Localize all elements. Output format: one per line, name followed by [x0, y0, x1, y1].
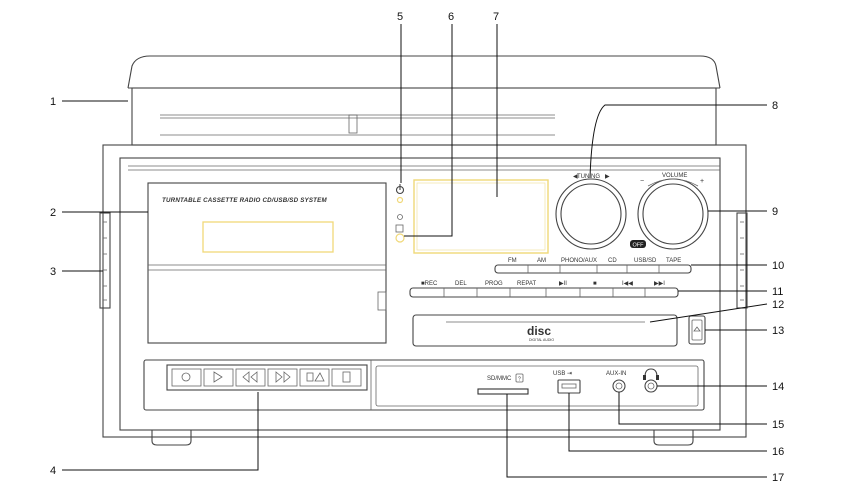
stop-label: ■	[593, 281, 597, 287]
callout-1: 1	[50, 96, 56, 108]
eject-icon	[693, 326, 701, 332]
lower-panel	[143, 359, 705, 411]
callout-13: 13	[772, 325, 784, 337]
callout-10: 10	[772, 260, 784, 272]
callout-14: 14	[772, 381, 784, 393]
callout-2: 2	[50, 207, 56, 219]
cassette-deck: TURNTABLE CASSETTE RADIO CD/USB/SD SYSTE…	[147, 182, 387, 344]
stop-eject-icon	[306, 372, 314, 382]
record-icon	[181, 372, 191, 382]
cd-tray: disc DIGITAL AUDIO	[412, 314, 678, 347]
source-label-phono-aux: PHONO/AUX	[561, 258, 597, 264]
cassette-rewind-button[interactable]	[235, 368, 266, 387]
cd-eject-button[interactable]	[688, 315, 706, 345]
power-indicator-light	[396, 196, 404, 204]
tuning-left-arrow-icon: ◀	[573, 174, 578, 180]
prev-label: I◀◀	[622, 281, 633, 287]
source-label-am: AM	[537, 258, 546, 264]
tuning-right-arrow-icon: ▶	[605, 174, 610, 180]
indicator-light	[397, 214, 403, 220]
cd-logo: disc	[527, 324, 551, 338]
source-selector-row: FM AM PHONO/AUX CD USB/SD TAPE	[494, 258, 692, 274]
usb-icon: ⇥	[567, 371, 572, 377]
cassette-fast-forward-button[interactable]	[267, 368, 298, 387]
callout-12: 12	[772, 299, 784, 311]
source-label-tape: TAPE	[666, 258, 681, 264]
callout-numbers: 1 2 3 4 5 6 7 8 9 10 11 12 13 14 15 16 1…	[50, 11, 784, 484]
volume-label: VOLUME	[662, 173, 687, 179]
cd-logo-subtitle: DIGITAL AUDIO	[529, 338, 554, 342]
headphone-icon	[644, 368, 658, 378]
svg-text:?: ?	[518, 377, 521, 383]
callout-6: 6	[448, 11, 454, 23]
callout-15: 15	[772, 419, 784, 431]
callout-4: 4	[50, 465, 56, 477]
aux-in-jack[interactable]: AUX-IN	[606, 371, 626, 393]
remote-sensor	[395, 224, 404, 233]
cassette-buttons	[166, 364, 368, 391]
turntable-lid	[127, 55, 721, 146]
usb-port[interactable]: USB ⇥	[553, 371, 581, 394]
play-pause-label: ▶II	[559, 281, 567, 287]
callout-5: 5	[397, 11, 403, 23]
cassette-stop-eject-button[interactable]	[299, 368, 330, 387]
callout-7: 7	[493, 11, 499, 23]
usb-label: USB	[553, 371, 565, 377]
prog-label: PROG	[485, 281, 503, 287]
callout-9: 9	[772, 206, 778, 218]
left-side-knob	[99, 212, 111, 309]
source-label-fm: FM	[508, 258, 517, 264]
play-icon	[213, 371, 223, 383]
next-label: ▶▶I	[654, 281, 665, 287]
callout-17: 17	[772, 472, 784, 484]
repat-label: REPAT	[517, 281, 536, 287]
source-selector-bar[interactable]	[494, 264, 692, 274]
cassette-play-button[interactable]	[203, 368, 234, 387]
volume-plus-label: +	[700, 178, 704, 185]
tuning-knob[interactable]: TUNING ◀ ▶	[555, 174, 627, 250]
volume-knob[interactable]: VOLUME − + OFF	[630, 173, 709, 250]
lcd-display	[413, 179, 549, 254]
del-label: DEL	[455, 281, 467, 287]
sd-card-slot[interactable]: SD/MMC ?	[477, 373, 529, 395]
off-badge	[630, 240, 646, 248]
rewind-icon	[242, 371, 258, 383]
volume-minus-label: −	[640, 178, 644, 185]
callout-8: 8	[772, 100, 778, 112]
leader-lines	[62, 24, 768, 478]
aux-label: AUX-IN	[606, 371, 626, 377]
main-cabinet	[99, 144, 748, 446]
source-label-cd: CD	[608, 258, 617, 264]
control-buttons-row: ■REC DEL PROG REPAT ▶II ■ I◀◀ ▶▶I	[409, 281, 679, 298]
cassette-record-button[interactable]	[171, 368, 202, 387]
cassette-pause-button[interactable]	[331, 368, 362, 387]
callout-16: 16	[772, 446, 784, 458]
rec-label: ■REC	[421, 281, 438, 287]
tuning-label: TUNING	[577, 174, 600, 180]
control-button-bar[interactable]	[409, 287, 679, 298]
stereo-indicator	[395, 233, 405, 243]
source-label-usb-sd: USB/SD	[634, 258, 657, 264]
cassette-window	[202, 221, 334, 253]
pause-icon	[342, 371, 351, 383]
sd-label: SD/MMC	[487, 376, 512, 382]
fast-forward-icon	[275, 371, 291, 383]
callout-11: 11	[772, 286, 783, 298]
power-controls	[395, 184, 405, 243]
headphone-jack[interactable]	[643, 368, 659, 393]
off-label: OFF	[633, 243, 645, 249]
callout-3: 3	[50, 266, 56, 278]
cassette-title: TURNTABLE CASSETTE RADIO CD/USB/SD SYSTE…	[162, 197, 327, 204]
